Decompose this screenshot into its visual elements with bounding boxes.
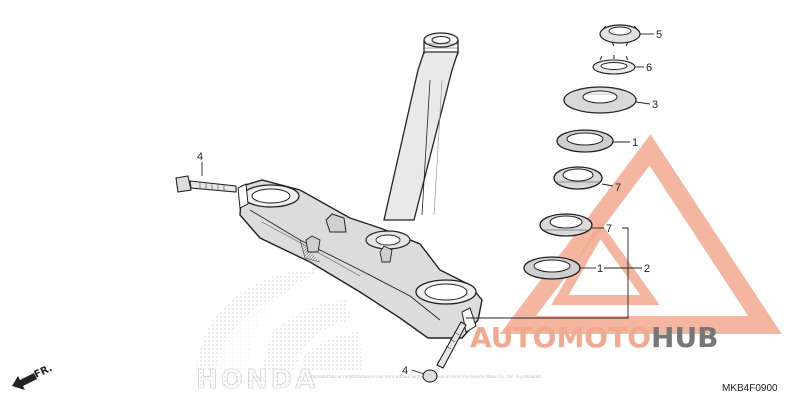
lock-washer (592, 55, 636, 75)
callout-1-lower: 1 (597, 263, 603, 275)
lower-steering-bearing (539, 213, 593, 237)
front-direction-label: FR. (33, 363, 54, 381)
callout-6: 6 (646, 62, 652, 74)
honda-logo-text: HONDA (196, 365, 318, 395)
leader-lines (201, 33, 654, 375)
callout-4-upper: 4 (197, 151, 203, 163)
callout-5: 5 (656, 29, 662, 41)
callout-3: 3 (652, 99, 658, 111)
callout-4-lower: 4 (402, 365, 408, 377)
diagram-code: MKB4F0900 (722, 383, 778, 394)
steering-stem (383, 32, 459, 221)
upper-bearing-race (556, 129, 614, 153)
lower-bearing-race (523, 256, 581, 280)
callout-7-upper: 7 (615, 182, 621, 194)
honda-wing-logo: HONDA Reproduction or redistribution in … (196, 266, 542, 395)
clamp-bolt-lower (422, 321, 467, 383)
watermark-triangle (499, 134, 782, 334)
callout-2: 2 (644, 263, 650, 275)
front-direction-arrow-icon: FR. (12, 363, 54, 390)
callout-1-upper: 1 (632, 137, 638, 149)
upper-steering-bearing (553, 166, 603, 190)
bearing-dust-seal (563, 86, 637, 114)
watermark-brand: AUTOMOTOHUB (470, 321, 719, 354)
watermark-brand-part1: AUTOMOTO (470, 321, 651, 354)
clamp-bolt-upper (175, 175, 237, 193)
watermark-brand-part2: HUB (651, 321, 719, 354)
stem-nut (599, 24, 641, 47)
callout-7-lower: 7 (606, 223, 612, 235)
